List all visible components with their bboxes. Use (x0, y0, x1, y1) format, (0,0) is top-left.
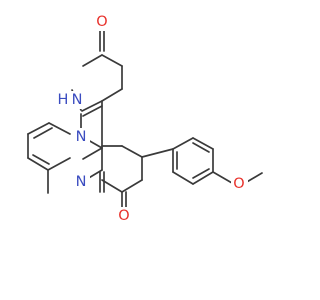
atom-label-amide-n: N (72, 92, 83, 108)
bond (101, 54, 123, 67)
bond (82, 54, 103, 67)
bond (81, 100, 103, 112)
bond (33, 127, 53, 139)
bond (192, 171, 214, 185)
bond (192, 142, 210, 153)
bond (27, 157, 49, 171)
bond (82, 105, 103, 117)
chemical-structure-diagram: O H N N N O O (27, 13, 263, 225)
atom-label-oxygen-top: O (96, 14, 107, 30)
atom-label-imine-n: N (76, 174, 87, 190)
atom-label-amide-h: H (58, 92, 69, 108)
bond (48, 122, 71, 135)
bond (172, 171, 194, 185)
bond (192, 137, 214, 150)
bond (27, 122, 50, 135)
bond (101, 179, 123, 193)
bond (121, 179, 143, 193)
atom-label-methoxy-oxygen: O (233, 176, 244, 192)
bond (212, 171, 233, 184)
bond-lines (27, 29, 263, 216)
bond (172, 137, 194, 150)
atom-label-oxygen-bottom: O (118, 208, 129, 224)
bond (192, 168, 210, 179)
bond (87, 139, 103, 149)
atom-labels: O H N N N O O (57, 13, 248, 225)
bond (32, 154, 50, 165)
atom-label-pyridinium-n: N (76, 129, 87, 145)
bond (82, 147, 103, 160)
bond (101, 88, 123, 102)
bond (141, 148, 174, 158)
bond (47, 157, 71, 171)
bond (121, 145, 143, 158)
